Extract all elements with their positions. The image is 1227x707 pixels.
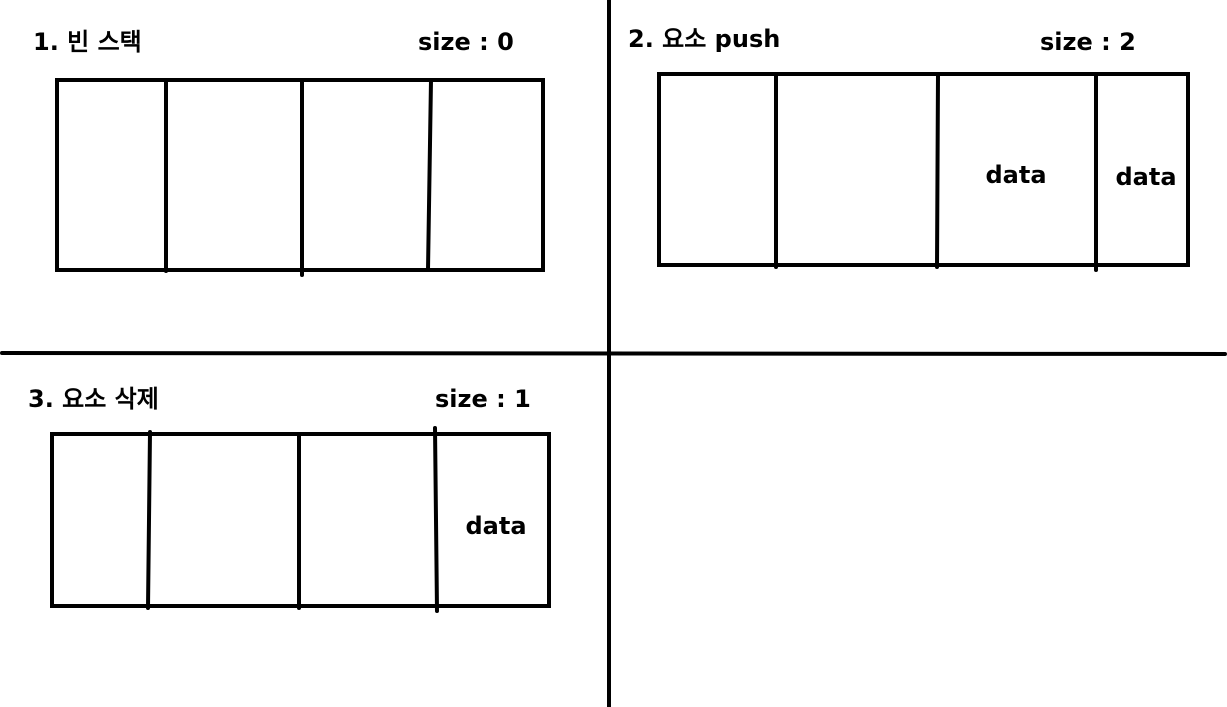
- cell-data: data: [1115, 163, 1176, 191]
- panel-empty-stack: 1. 빈 스택 size : 0: [33, 28, 545, 277]
- horizontal-divider: [0, 351, 1227, 356]
- cell-data: data: [985, 161, 1046, 189]
- size-label: size : 2: [1040, 28, 1136, 56]
- cell-divider: [433, 426, 439, 613]
- cell-divider: [426, 78, 433, 272]
- cell-divider: [935, 72, 940, 269]
- size-label: size : 1: [435, 385, 531, 413]
- stack-box: [657, 72, 1190, 267]
- cell-data: data: [465, 512, 526, 540]
- cell-divider: [146, 430, 152, 610]
- panel-title: 3. 요소 삭제: [28, 385, 159, 413]
- panel-title: 2. 요소 push: [628, 25, 780, 53]
- panel-pop: 3. 요소 삭제 size : 1 data: [28, 385, 551, 613]
- panel-title: 1. 빈 스택: [33, 28, 142, 56]
- size-label: size : 0: [418, 28, 514, 56]
- panel-push: 2. 요소 push size : 2 data data: [628, 25, 1190, 272]
